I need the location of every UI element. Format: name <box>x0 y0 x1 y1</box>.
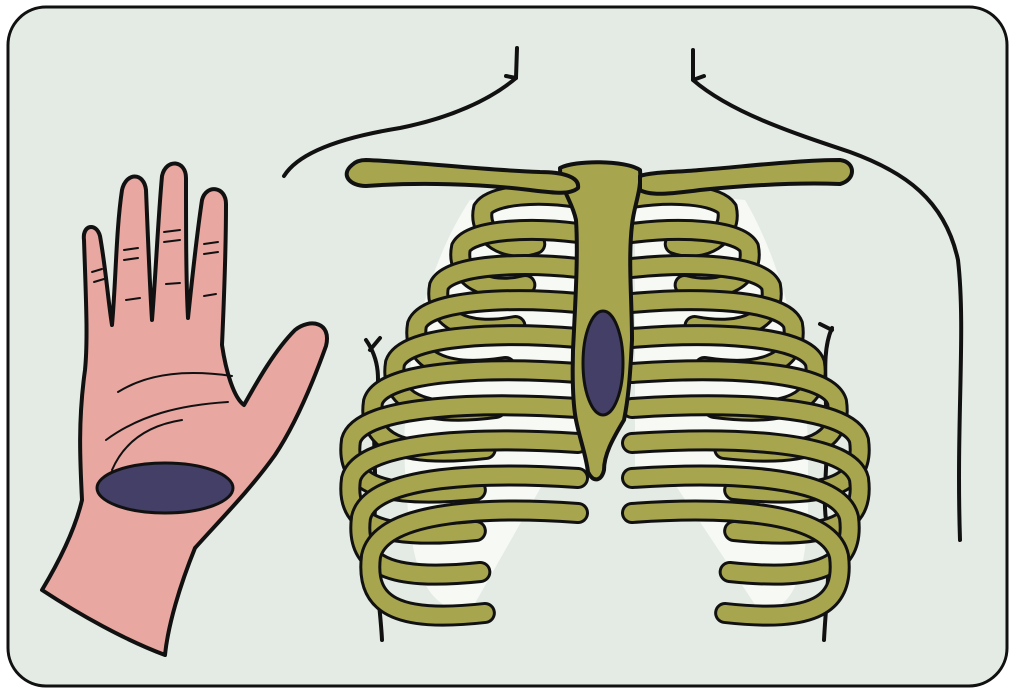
lower-half-of-sternum-compression-point <box>583 311 623 415</box>
neck-left-tick <box>506 76 516 78</box>
heel-of-hand-contact-area <box>97 463 233 513</box>
